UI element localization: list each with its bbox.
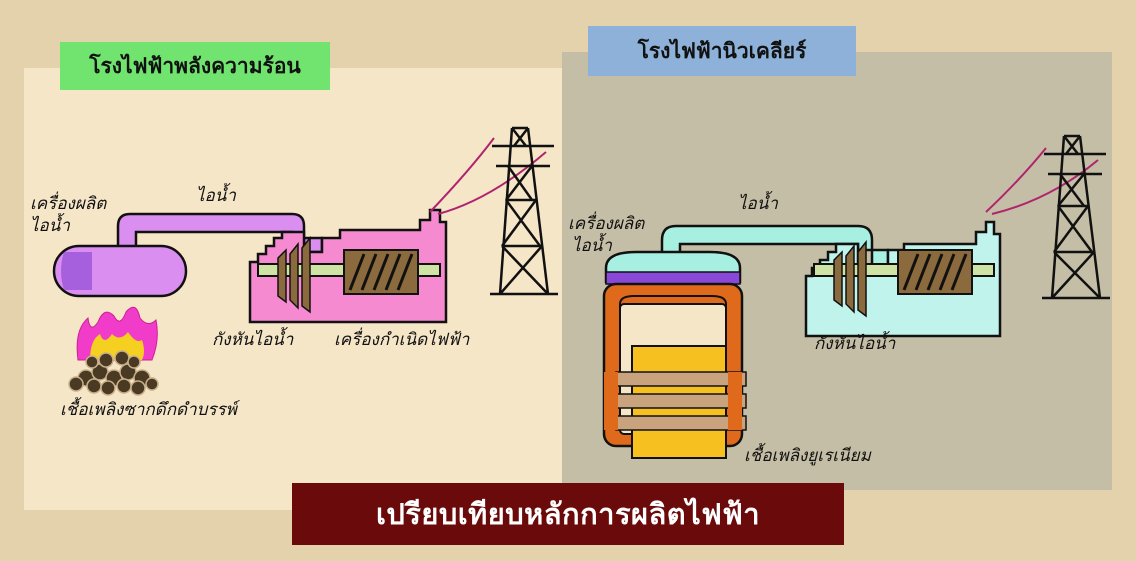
thermal-transmission-tower <box>490 126 558 296</box>
thermal-power-line <box>429 137 547 215</box>
nuclear-turbine <box>833 239 867 318</box>
nuclear-generator <box>897 249 973 295</box>
nuclear-steam-generator <box>604 250 742 285</box>
main-comparison-title: เปรียบเทียบหลักการผลิตไฟฟ้า <box>292 483 844 545</box>
thermal-boiler <box>52 244 188 298</box>
thermal-fuel-label: เชื้อเพลิงซากดึกดำบรรพ์ <box>60 400 237 420</box>
nuclear-turbine-label: กังหันไอน้ำ <box>814 334 896 354</box>
thermal-generator <box>343 249 419 295</box>
thermal-turbine <box>277 235 311 314</box>
nuclear-boiler-label-line1: เครื่องผลิต <box>568 214 645 234</box>
nuclear-boiler-label-line2: ไอน้ำ <box>572 236 612 256</box>
nuclear-steam-label: ไอน้ำ <box>738 194 778 214</box>
uranium-fuel-rods <box>604 345 747 459</box>
nuclear-power-line <box>985 147 1099 215</box>
thermal-generator-label: เครื่องกำเนิดไฟฟ้า <box>334 330 470 350</box>
nuclear-plant-title: โรงไฟฟ้านิวเคลียร์ <box>588 26 856 76</box>
nuclear-transmission-tower <box>1042 134 1110 300</box>
thermal-plant-title: โรงไฟฟ้าพลังความร้อน <box>60 42 330 90</box>
fossil-fuel-coal-icon <box>68 350 159 396</box>
thermal-boiler-label-line2: ไอน้ำ <box>30 216 70 236</box>
thermal-turbine-label: กังหันไอน้ำ <box>212 330 294 350</box>
nuclear-fuel-label: เชื้อเพลิงยูเรเนียม <box>744 446 871 466</box>
thermal-steam-label: ไอน้ำ <box>196 186 236 206</box>
thermal-boiler-label-line1: เครื่องผลิต <box>30 194 107 214</box>
